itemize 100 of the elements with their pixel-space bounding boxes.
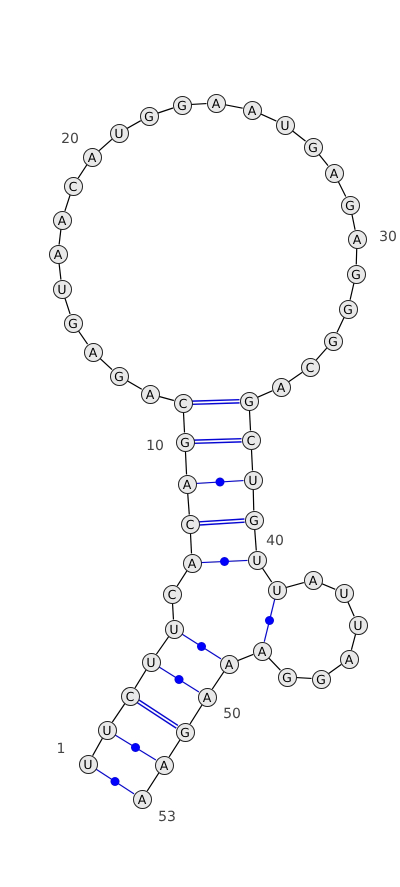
- backbone-line: [112, 704, 126, 722]
- backbone-line: [58, 263, 62, 280]
- base-pair-line: [201, 560, 248, 564]
- backbone-line: [64, 298, 71, 314]
- backbone-line: [98, 138, 112, 152]
- nucleotide-circle: A: [182, 554, 202, 572]
- nucleotide-circle: A: [140, 384, 160, 404]
- nucleotide-circle: G: [176, 432, 194, 452]
- backbone-line: [250, 449, 254, 471]
- nucleotide-circle: U: [268, 580, 286, 600]
- backbone-line: [92, 738, 103, 756]
- base-pair-double-line: [199, 518, 245, 526]
- nucleotide-circle: C: [162, 584, 182, 604]
- nucleotide-circle: A: [178, 474, 196, 494]
- backbone-line: [156, 636, 170, 655]
- base-pair-double-line: [136, 699, 178, 729]
- backbone-line: [238, 654, 254, 662]
- nucleotide-circle: A: [324, 164, 344, 182]
- backbone-line: [350, 283, 354, 300]
- backbone-line: [347, 601, 355, 617]
- base-pair-double-line: [194, 438, 242, 444]
- nucleotide-circle: C: [174, 394, 192, 412]
- nucleotide-circle: G: [324, 332, 342, 350]
- nucleotide-circle: A: [206, 94, 226, 112]
- nucleotide-circle: A: [252, 642, 272, 660]
- position-number: 53: [158, 809, 176, 825]
- nucleotide-circle: G: [346, 264, 366, 284]
- nucleotide-circle: U: [98, 720, 116, 740]
- nucleotide-circle: U: [110, 124, 128, 142]
- backbone-line: [146, 772, 160, 792]
- nucleotide-circle: U: [78, 754, 98, 774]
- backbone-line: [159, 396, 174, 402]
- nucleotide-circle: U: [276, 116, 294, 134]
- backbone-line: [225, 104, 243, 109]
- backbone-line: [328, 664, 342, 674]
- nucleotide-circle: G: [110, 366, 128, 386]
- nucleotide-circle: U: [142, 652, 160, 672]
- backbone-line: [338, 181, 346, 197]
- nucleotide-circle: C: [180, 514, 200, 534]
- backbone-line: [351, 214, 356, 230]
- nucleotide-circle: G: [304, 138, 322, 156]
- backbone-line: [78, 164, 88, 178]
- nucleotide-circle: G: [140, 106, 158, 126]
- base-pair-line: [264, 599, 276, 642]
- nucleotide-circle: A: [52, 210, 72, 230]
- backbone-line: [254, 529, 257, 551]
- backbone-line: [262, 568, 272, 582]
- nucleotide-circle: A: [304, 570, 322, 590]
- position-number: 1: [56, 741, 66, 757]
- backbone-line: [184, 451, 188, 475]
- nucleotide-circle: U: [334, 584, 354, 602]
- nucleotide-circle: A: [348, 230, 366, 248]
- backbone-line: [191, 102, 207, 106]
- backbone-line: [64, 194, 71, 212]
- nucleotide-circle: A: [242, 100, 262, 120]
- backbone-line: [190, 704, 202, 724]
- backbone-line: [356, 248, 358, 265]
- backbone-line: [168, 740, 180, 758]
- backbone-line: [212, 672, 224, 690]
- nucleotide-circle: U: [164, 620, 184, 638]
- position-number: 40: [266, 533, 284, 549]
- base-pair-line: [158, 666, 200, 692]
- nucleotide-circle: G: [176, 722, 194, 742]
- nucleotide-circle: G: [338, 300, 358, 318]
- backbone-line: [257, 390, 273, 398]
- nucleotide-circle: G: [244, 510, 264, 530]
- base-pair-line: [196, 480, 244, 484]
- backbone-line: [292, 130, 306, 142]
- backbone-line: [318, 154, 328, 166]
- nucleotide-circle: A: [198, 688, 216, 706]
- nucleotide-circle: G: [278, 668, 296, 686]
- nucleotide-circle: G: [172, 96, 192, 114]
- backbone-line: [252, 489, 254, 511]
- nucleotide-circle: C: [242, 430, 260, 450]
- position-number: 20: [61, 131, 79, 147]
- position-number: 10: [146, 438, 164, 454]
- nucleotide-circle: U: [348, 616, 368, 634]
- backbone-line: [322, 583, 336, 590]
- base-pair-line: [96, 768, 134, 794]
- nucleotide-circle: A: [132, 790, 152, 808]
- backbone-line: [286, 582, 304, 588]
- backbone-line: [336, 317, 345, 333]
- backbone-line: [187, 493, 190, 515]
- nucleotide-circle: A: [82, 148, 102, 166]
- nucleotide-circle: C: [300, 358, 320, 376]
- nucleotide-circle: U: [248, 550, 266, 570]
- backbone-line: [268, 657, 281, 671]
- nucleotide-circle: C: [120, 686, 140, 706]
- backbone-line: [172, 603, 174, 620]
- position-number: 50: [223, 706, 241, 722]
- nucleotide-circle: C: [64, 176, 82, 196]
- backbone-line: [58, 229, 62, 245]
- backbone-line: [100, 358, 112, 370]
- nucleotide-circle: A: [84, 342, 102, 362]
- backbone-line: [190, 533, 192, 554]
- backbone-line: [158, 107, 174, 114]
- nucleotide-circle: A: [154, 756, 174, 774]
- base-pair-double-line: [192, 399, 240, 405]
- backbone-line: [126, 380, 142, 390]
- backbone-line: [78, 330, 88, 345]
